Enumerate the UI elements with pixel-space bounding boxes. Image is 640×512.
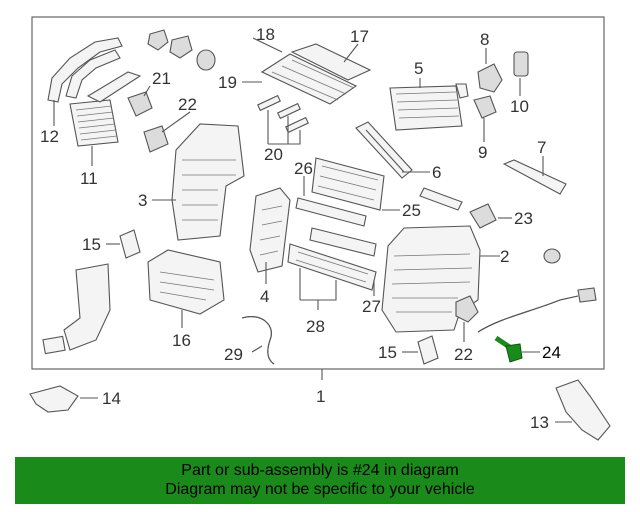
callout-5: 5 xyxy=(414,59,423,78)
part-sensor-wire xyxy=(477,248,597,333)
part-29-hose xyxy=(241,316,275,365)
part-small-clips xyxy=(127,29,216,153)
callout-15-left: 15 xyxy=(82,235,101,254)
callout-21: 21 xyxy=(152,69,171,88)
part-3-case xyxy=(171,123,245,241)
parts-diagram: 1 2 3 4 5 6 7 8 9 10 11 12 13 14 15 15 1… xyxy=(29,16,611,441)
part-11-filter xyxy=(69,71,142,147)
part-13-duct xyxy=(555,379,611,441)
part-14-duct xyxy=(29,385,79,413)
callout-18: 18 xyxy=(256,25,275,44)
callout-23: 23 xyxy=(514,209,533,228)
callout-8: 8 xyxy=(480,30,489,49)
callout-9: 9 xyxy=(478,143,487,162)
part-20-strips xyxy=(257,94,309,134)
part-7-bracket xyxy=(502,159,567,195)
callout-16: 16 xyxy=(172,331,191,350)
callout-1: 1 xyxy=(316,387,325,406)
part-22-actuator xyxy=(455,295,479,323)
callout-25: 25 xyxy=(402,201,421,220)
callout-26: 26 xyxy=(294,159,313,178)
part-5-core xyxy=(389,83,469,131)
callout-10: 10 xyxy=(510,97,529,116)
callout-11: 11 xyxy=(80,169,98,188)
callout-2: 2 xyxy=(500,247,509,266)
part-4-plate xyxy=(249,187,291,273)
part-link xyxy=(419,187,463,211)
part-25-28-doors xyxy=(287,157,385,291)
callout-14: 14 xyxy=(102,389,121,408)
part-16-lower-case xyxy=(147,249,225,315)
callout-3: 3 xyxy=(138,191,147,210)
callout-29: 29 xyxy=(224,345,243,364)
part-15-seal-left xyxy=(119,229,141,259)
part-23-actuator xyxy=(469,203,497,229)
assembly-frame xyxy=(31,16,605,370)
callout-13: 13 xyxy=(530,413,549,432)
part-6-seal xyxy=(355,121,413,179)
info-banner: Part or sub-assembly is #24 in diagram D… xyxy=(15,457,625,504)
part-17-18-19-filters xyxy=(260,43,372,105)
callout-17: 17 xyxy=(350,27,369,46)
banner-line-2: Diagram may not be specific to your vehi… xyxy=(165,481,475,498)
part-12-duct xyxy=(47,37,123,103)
part-15-seal-right xyxy=(417,335,439,365)
callout-27: 27 xyxy=(362,297,381,316)
banner-line-1: Part or sub-assembly is #24 in diagram xyxy=(181,462,459,479)
callout-7: 7 xyxy=(537,138,546,157)
part-24-sensor xyxy=(494,335,523,363)
callout-19: 19 xyxy=(218,73,237,92)
part-side-duct xyxy=(42,263,111,355)
callout-6: 6 xyxy=(432,163,441,182)
part-8-9-10 xyxy=(473,51,529,119)
callout-20: 20 xyxy=(264,145,283,164)
callout-22-bottom: 22 xyxy=(454,345,473,364)
callout-15-right: 15 xyxy=(378,343,397,362)
callout-22-top: 22 xyxy=(178,95,197,114)
callout-12: 12 xyxy=(40,127,59,146)
callout-28: 28 xyxy=(306,317,325,336)
leader-lines xyxy=(53,37,572,423)
callout-24: 24 xyxy=(542,343,561,362)
callout-4: 4 xyxy=(260,287,269,306)
